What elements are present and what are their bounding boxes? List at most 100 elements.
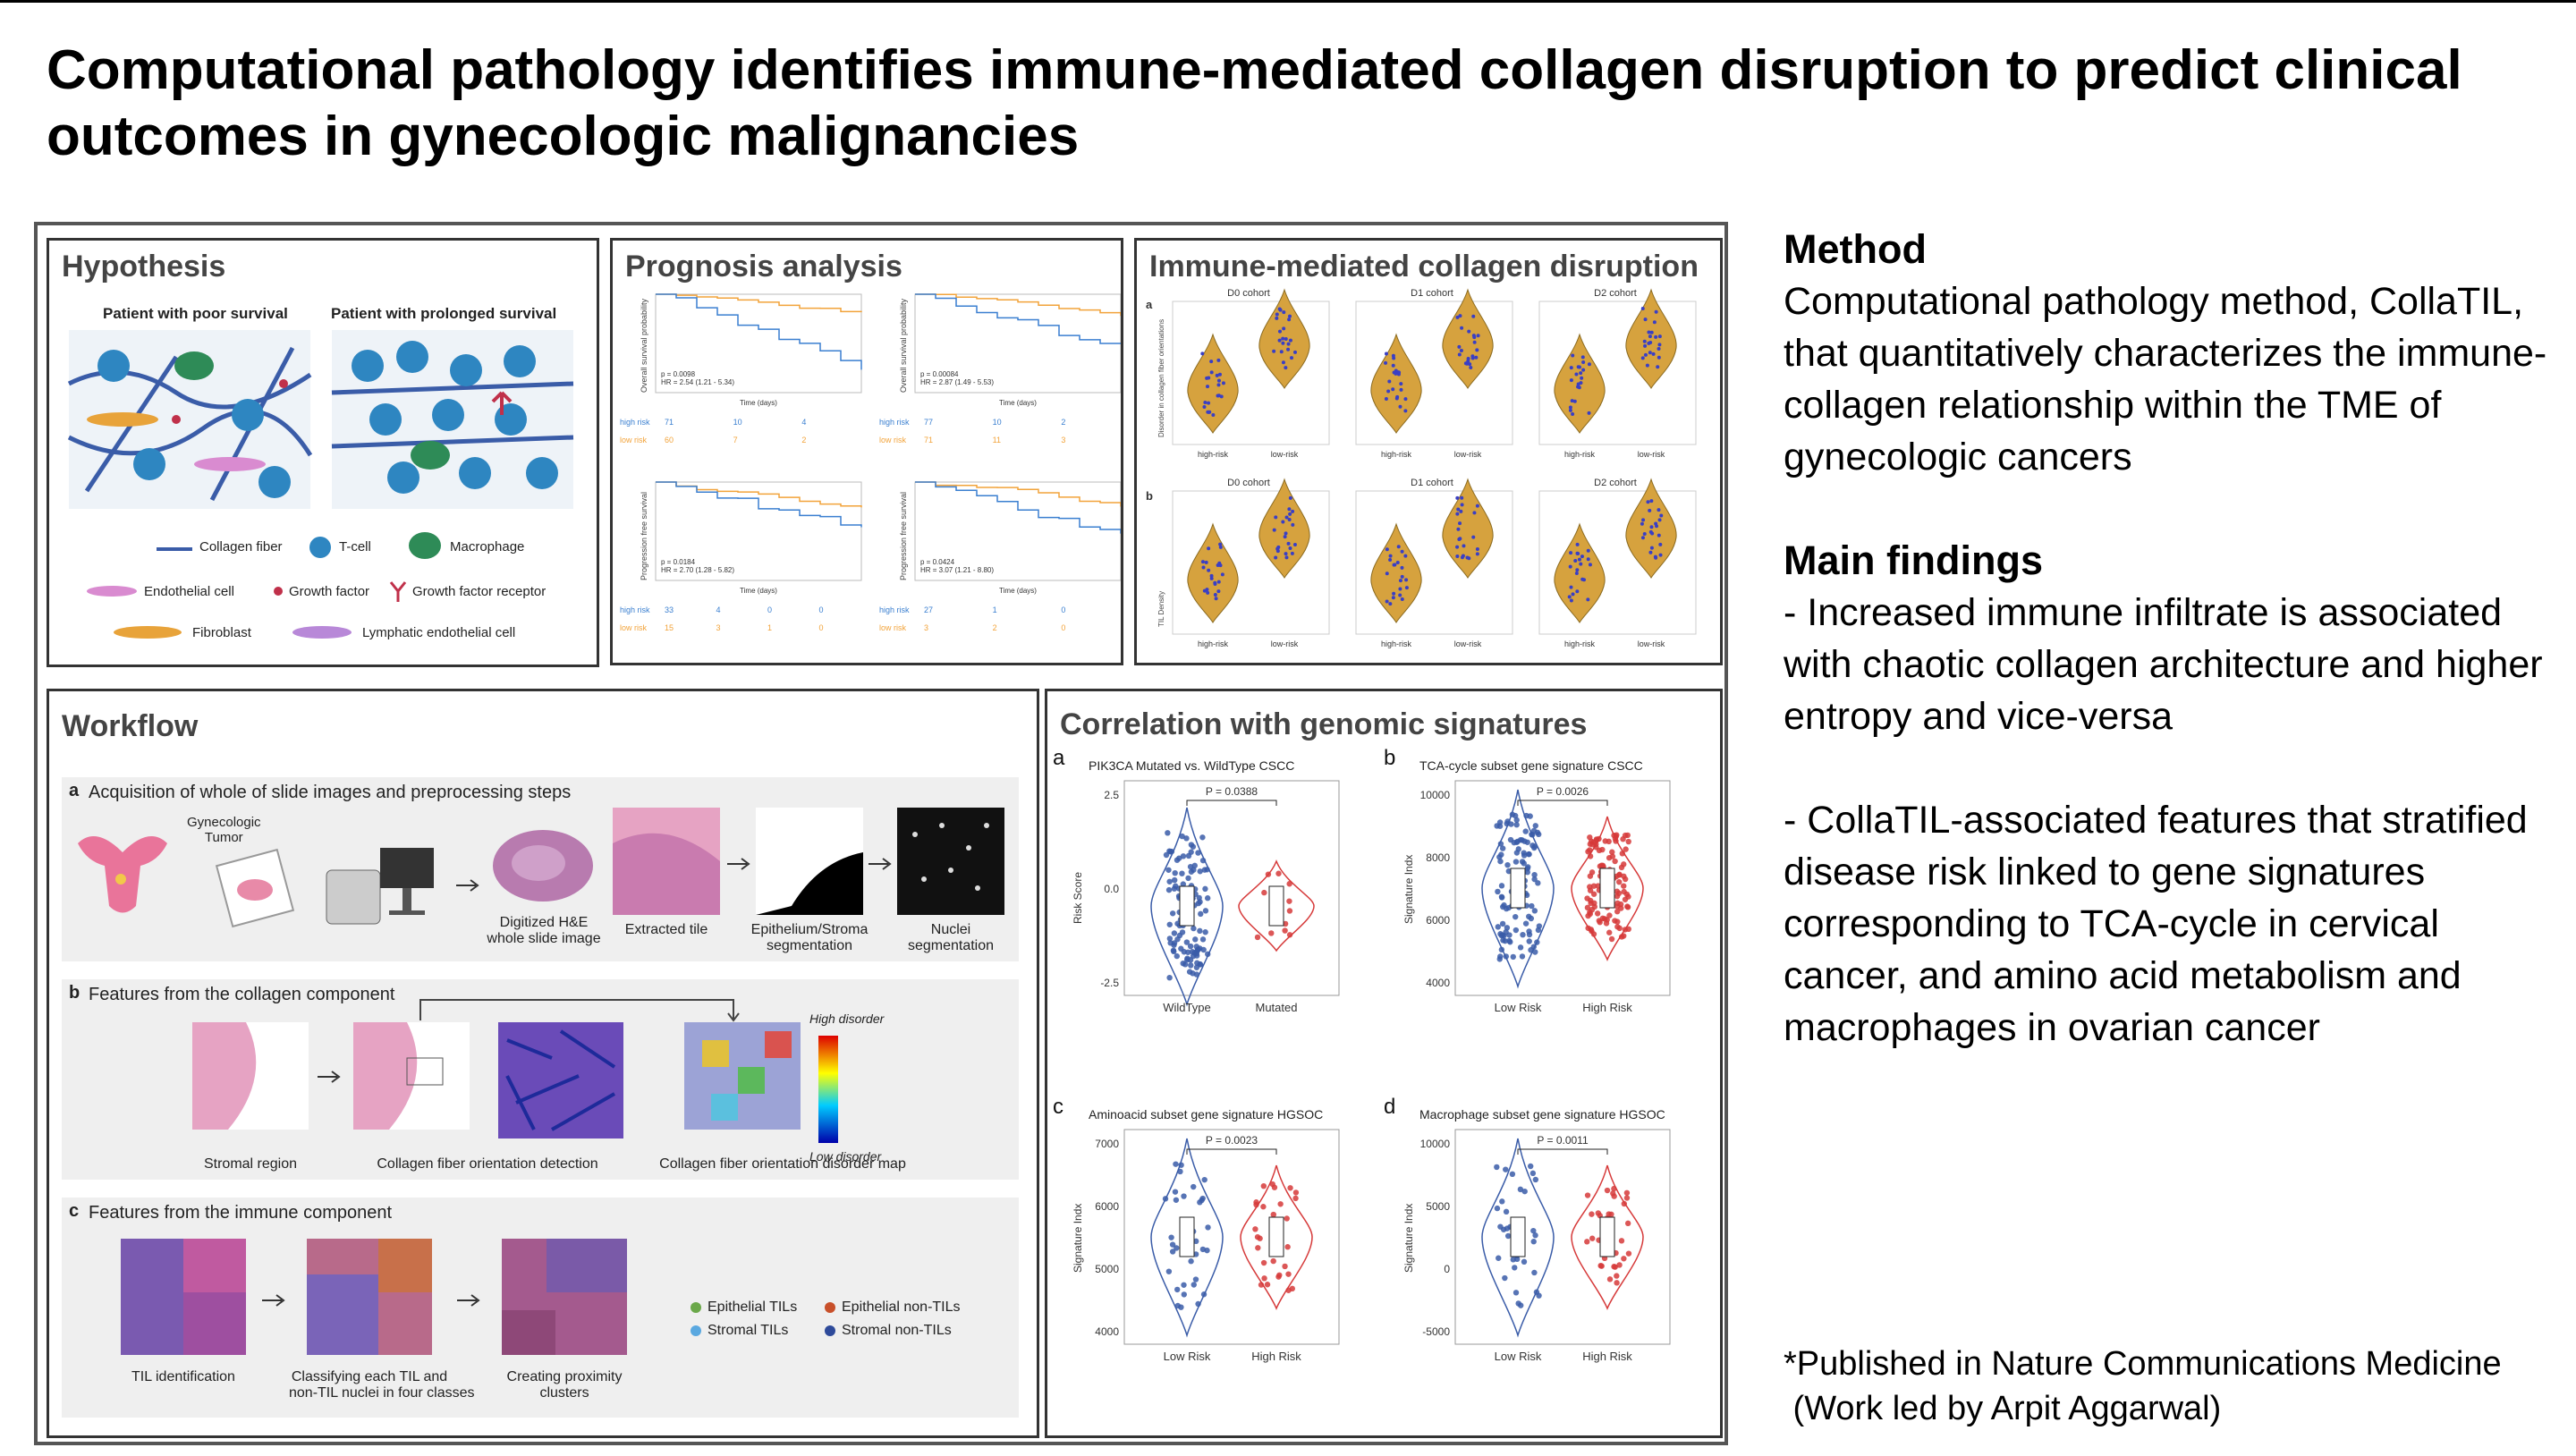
correlation-dot — [1192, 1251, 1199, 1257]
violin-dot — [1216, 563, 1220, 567]
correlation-dot — [1181, 1282, 1187, 1288]
violin-dot — [1400, 565, 1404, 570]
correlation-dot — [1172, 1189, 1179, 1195]
km-count: 2 — [1061, 418, 1065, 427]
correlation-dot — [1495, 888, 1501, 895]
correlation-dot — [1268, 930, 1275, 936]
stromal-region-image — [192, 1022, 309, 1130]
violin-dot — [1284, 531, 1288, 536]
legend-macrophage: Macrophage — [450, 539, 525, 554]
correlation-violin — [1238, 859, 1315, 952]
macrophage-icon — [409, 532, 441, 559]
fibroblast-icon — [114, 626, 182, 639]
violin-dot — [1648, 508, 1652, 512]
km-count: 4 — [801, 418, 806, 427]
violin-dot — [1286, 347, 1291, 351]
correlation-dot — [1519, 837, 1525, 843]
hypothesis-panel: Hypothesis Patient with poor survival Pa… — [47, 238, 599, 667]
correlation-dot — [1498, 893, 1505, 901]
correlation-dot — [1532, 1232, 1538, 1239]
correlation-violin — [1150, 1138, 1224, 1338]
correlation-dot — [1621, 883, 1627, 889]
violin-dot — [1643, 352, 1648, 357]
arrow-icon — [262, 1294, 285, 1307]
violin-dot — [1275, 549, 1280, 554]
correlation-dot — [1503, 953, 1510, 960]
correlation-dot — [1590, 891, 1597, 897]
violin-dot — [1281, 360, 1285, 365]
km-high-risk-curve — [915, 293, 1121, 344]
violin-dot — [1455, 512, 1460, 516]
violin-dot — [1455, 545, 1460, 549]
correlation-dot — [1286, 881, 1292, 887]
correlation-dot — [1595, 883, 1601, 889]
correlation-dot — [1505, 868, 1513, 875]
violin-dot — [1651, 351, 1656, 356]
violin-dot — [1282, 310, 1286, 315]
correlation-dot — [1584, 1239, 1590, 1245]
correlation-dot — [1508, 821, 1514, 827]
correlation-dot — [1191, 862, 1198, 869]
correlation-dot — [1275, 1274, 1282, 1280]
finding-1: - Increased immune infiltrate is associa… — [1784, 591, 2543, 738]
violin-shape — [1554, 522, 1606, 623]
violin-dot — [1218, 542, 1223, 546]
chart-ytick: 7000 — [1095, 1138, 1119, 1150]
correlation-dot — [1191, 925, 1197, 932]
correlation-dot — [1201, 1176, 1208, 1183]
legend-gf-receptor: Growth factor receptor — [412, 584, 547, 599]
violin-dot — [1568, 405, 1572, 410]
top-rule — [0, 0, 2576, 3]
correlation-dot — [1625, 838, 1631, 845]
violin-dot — [1207, 376, 1211, 380]
correlation-dot — [1535, 927, 1542, 934]
chart-letter: c — [1053, 1095, 1063, 1119]
correlation-dot — [1286, 898, 1292, 904]
km-stats: p = 0.0424 — [920, 558, 955, 566]
correlation-dot — [1584, 1192, 1591, 1198]
violin-dot — [1646, 500, 1650, 504]
lymphatic-cell-icon — [292, 626, 352, 639]
correlation-dot — [1284, 1215, 1290, 1222]
violin-dot — [1475, 348, 1479, 352]
violin-category: high-risk — [1198, 450, 1229, 459]
cohort-title: D2 cohort — [1594, 478, 1637, 488]
workflow-b-label: b — [69, 983, 80, 1003]
chart-ytick: 6000 — [1095, 1200, 1119, 1213]
violin-dot — [1396, 545, 1401, 549]
box-plot — [1510, 868, 1526, 909]
violin-dot — [1471, 535, 1476, 539]
correlation-dot — [1599, 846, 1606, 853]
proximity-clusters-image — [502, 1239, 627, 1355]
violin-dot — [1283, 535, 1287, 539]
chart-axes — [1454, 780, 1671, 996]
correlation-dot — [1205, 951, 1211, 958]
violin-dot — [1272, 528, 1276, 532]
correlation-dot — [1512, 812, 1519, 819]
correlation-dot — [1199, 857, 1207, 864]
immune-heading: Immune-mediated collagen disruption — [1149, 250, 1699, 284]
violin-dot — [1279, 350, 1284, 354]
correlation-dot — [1496, 1255, 1502, 1261]
epithelial-non-til-dot — [825, 1302, 835, 1313]
correlation-dot — [1621, 1200, 1628, 1207]
violin-dot — [1281, 336, 1285, 341]
correlation-dot — [1526, 913, 1532, 920]
violin-dot — [1206, 590, 1210, 595]
violin-dot — [1200, 351, 1205, 356]
correlation-dot — [1195, 1300, 1201, 1308]
correlation-dot — [1171, 876, 1178, 884]
violin-dot — [1471, 314, 1476, 318]
pvalue-label: P = 0.0388 — [1206, 785, 1258, 798]
violin-dot — [1276, 545, 1281, 549]
correlation-dot — [1612, 835, 1619, 842]
correlation-dot — [1521, 860, 1527, 867]
violin-dot — [1388, 554, 1393, 558]
violin-dot — [1657, 533, 1661, 538]
correlation-dot — [1292, 1189, 1300, 1196]
correlation-dot — [1589, 1235, 1596, 1241]
violin-dot — [1569, 585, 1573, 589]
immune-row-a-label: a — [1146, 298, 1153, 311]
correlation-dot — [1530, 827, 1538, 834]
km-count: 3 — [1061, 436, 1065, 444]
